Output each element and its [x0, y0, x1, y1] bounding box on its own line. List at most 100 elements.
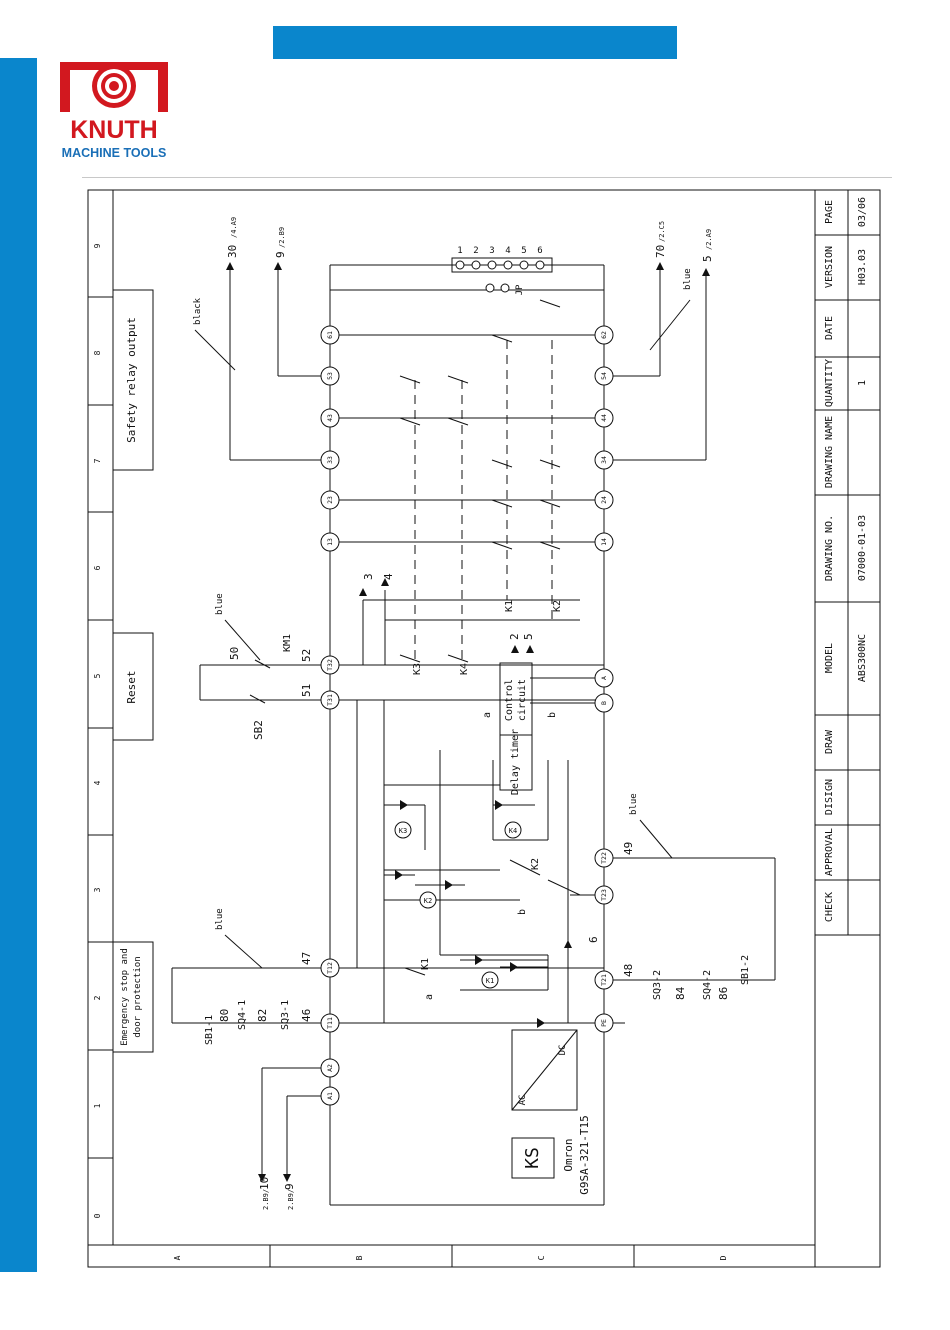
wire-51: 51 [300, 684, 313, 697]
k2-switch-label: K2 [530, 858, 541, 870]
control-circuit-line1: Control [504, 679, 515, 721]
arrow-4: 4 [382, 573, 395, 580]
wire-49: 49 [622, 842, 635, 855]
ac-label: AC [518, 1095, 528, 1106]
terminal-label: 14 [600, 538, 608, 546]
terminal-a-top: a [482, 712, 493, 718]
control-circuit-line2: circuit [517, 679, 528, 721]
tb-header-drawing-name: DRAWING NAME [824, 416, 835, 488]
terminal-label: A1 [326, 1092, 334, 1100]
terminal-label: T21 [600, 974, 608, 986]
tb-header-draw: DRAW [824, 729, 835, 754]
wire-86: 86 [717, 987, 730, 1000]
sb2-label: SB2 [252, 720, 265, 740]
terminal-label: PE [600, 1019, 608, 1027]
power-supply-box [511, 1029, 578, 1111]
terminal-label: 61 [326, 331, 334, 339]
terminal-label: 13 [326, 538, 334, 546]
k1-contact-label: K1 [504, 600, 515, 612]
tb-drawing-no-value: 07000-01-03 [857, 515, 868, 581]
terminals [320, 325, 614, 1106]
coil-k2 [419, 891, 437, 909]
coil-k3-label: K3 [399, 827, 407, 835]
tb-header-version: VERSION [824, 246, 835, 288]
terminal-label: 23 [326, 496, 334, 504]
row-label: B [355, 1255, 364, 1260]
section-box-estop [112, 941, 154, 1053]
jp-pin: 6 [537, 246, 542, 256]
column-label: 8 [93, 350, 102, 355]
wire-color-blue: blue [629, 793, 639, 815]
contacts [249, 299, 581, 976]
row-label: C [537, 1255, 546, 1260]
terminal-label: 54 [600, 372, 608, 380]
terminal-label: T32 [326, 659, 334, 671]
terminal-label: A [600, 676, 608, 680]
jp-pin: 3 [489, 246, 494, 256]
tb-header-drawing-no: DRAWING NO. [824, 515, 835, 581]
ref-9-top-page: /2.B9 [278, 227, 286, 248]
k3-contact-label: K3 [412, 663, 423, 675]
mechanical-links [414, 340, 553, 665]
jp-label: JP [515, 284, 525, 295]
tb-header-page: PAGE [824, 200, 835, 224]
wire-color-black: black [193, 297, 203, 325]
tb-quantity-value: 1 [857, 380, 868, 386]
column-label: 3 [93, 887, 102, 892]
control-circuit-box [499, 662, 533, 791]
column-label: 7 [93, 458, 102, 463]
tb-page-value: 03/06 [857, 197, 868, 227]
terminal-label: T11 [326, 1017, 334, 1029]
arrow-2: 2 [508, 633, 521, 640]
coil-k1-label: K1 [486, 977, 494, 985]
terminal-label: T22 [600, 852, 608, 864]
sq4-2-label: SQ4-2 [702, 970, 713, 1000]
ref-9-left: 9 [283, 1183, 296, 1190]
k1-switch-label: K1 [420, 958, 431, 970]
terminal-label: T23 [600, 889, 608, 901]
relay-maker: Omron [562, 1138, 575, 1171]
terminal-label: 62 [600, 331, 608, 339]
k4-contact-label: K4 [459, 663, 470, 675]
arrow-heads [226, 262, 710, 1182]
ref-10-page: 2.B9/ [262, 1189, 270, 1210]
wire-48: 48 [622, 964, 635, 977]
terminal-a-bottom: a [424, 994, 435, 1000]
logo-text: KNUTH [70, 116, 158, 144]
knuth-logo: KNUTH MACHINE TOOLS [58, 60, 170, 160]
column-label: 2 [93, 995, 102, 1000]
terminal-label: A2 [326, 1064, 334, 1072]
wire-82: 82 [256, 1009, 269, 1022]
sq3-1-label: SQ3-1 [280, 1000, 291, 1030]
tb-header-design: DISIGN [824, 779, 835, 815]
tb-model-value: ABS300NC [857, 634, 868, 682]
wire-color-blue: blue [215, 908, 225, 930]
ref-5-page: /2.A9 [705, 229, 713, 250]
wire-47: 47 [300, 952, 313, 965]
terminal-b-top: b [547, 712, 558, 718]
coil-k4 [504, 821, 522, 839]
wire-50: 50 [228, 647, 241, 660]
column-label: 1 [93, 1103, 102, 1108]
drawing-frame [87, 189, 881, 1268]
wire-52: 52 [300, 649, 313, 662]
header-accent-bar [273, 26, 677, 59]
arrow-6: 6 [587, 936, 600, 943]
ref-30-page: /4.A9 [230, 217, 238, 238]
sb1-1-label: SB1-1 [204, 1015, 215, 1045]
header-rule [82, 177, 892, 178]
section-reset: Reset [125, 670, 138, 703]
sq4-1-label: SQ4-1 [237, 1000, 248, 1030]
terminal-label: T31 [326, 694, 334, 706]
ref-70: 70 [654, 245, 667, 258]
column-label: 9 [93, 243, 102, 248]
jp-pin: 1 [457, 246, 462, 256]
tb-header-date: DATE [824, 316, 835, 340]
column-label: 4 [93, 780, 102, 785]
jp-pin: 4 [505, 246, 510, 256]
section-estop-line2: door protection [133, 956, 143, 1037]
coil-k3 [394, 821, 412, 839]
terminal-label: 34 [600, 456, 608, 464]
relay-part: G9SA-321-T15 [578, 1115, 591, 1194]
ref-9-left-page: 2.B9/ [287, 1189, 295, 1210]
